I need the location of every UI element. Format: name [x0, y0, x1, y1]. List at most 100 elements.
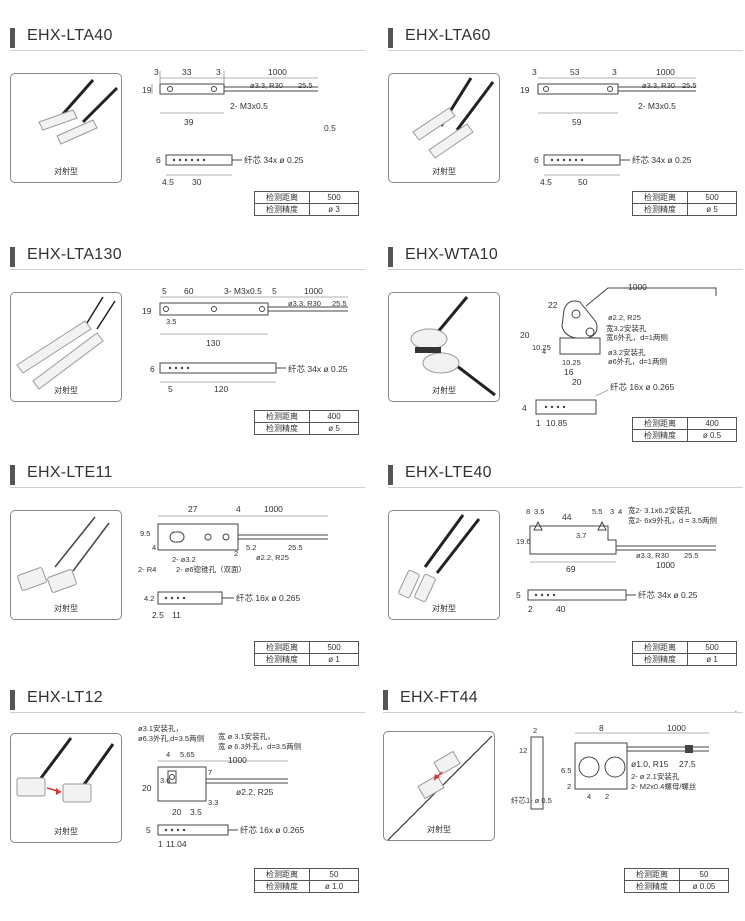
dim-g: 宽2- 3.1x6.2安装孔	[628, 505, 692, 515]
header-rule	[10, 50, 365, 51]
dim-k: 6	[534, 155, 539, 165]
dim-f: 5.65	[180, 750, 195, 759]
dim-m: 20	[572, 377, 582, 387]
product-header: EHX-LTA60	[388, 25, 743, 51]
dim-h: 2- ø 2.1安装孔	[631, 771, 680, 781]
dim-d: 1000	[268, 67, 287, 77]
spec-distance-label: 检测距离	[624, 868, 680, 881]
product-header: EHX-LT12	[10, 687, 365, 713]
dim-h: 宽2- 6x9外孔，d = 3.5两侧	[628, 515, 717, 525]
spec-precision-value: ø 1.0	[309, 880, 359, 893]
dim-b: ø6.3外孔,d=3.5两侧	[138, 733, 204, 743]
dim-m: 4.2	[144, 594, 154, 603]
product-title: EHX-LTE40	[405, 464, 492, 481]
dim-e: 4	[166, 750, 170, 759]
dim-j: 4	[542, 347, 546, 356]
dim-o: 5	[146, 825, 151, 835]
dim-d: 宽 ø 6.3外孔，d=3.5两侧	[218, 741, 301, 751]
header-accent	[383, 690, 388, 710]
spec-distance-label: 检测距离	[632, 191, 688, 204]
dim-k: 6	[156, 155, 161, 165]
dim-f: ø1.0, R15	[631, 759, 669, 769]
dim-b: 53	[570, 67, 580, 77]
dim-k: 2- R4	[138, 565, 156, 574]
dim-k: 10.25	[562, 358, 581, 367]
product-card-lte40: EHX-LTE40 对射型 8 3.5 44 5.5 3 4 宽2- 3.1x6…	[388, 462, 743, 687]
product-title: EHX-LTA130	[27, 246, 122, 263]
dim-i: 59	[572, 117, 582, 127]
dim-a: 5	[162, 286, 167, 296]
product-header: EHX-LTA40	[10, 25, 365, 51]
dim-e: 19	[142, 306, 152, 316]
dim-a: 2	[533, 726, 537, 735]
sensor-image	[412, 77, 495, 159]
dim-n: 1000	[656, 560, 675, 570]
dim-f: ø3.3, R30	[250, 81, 283, 90]
dim-c: 1000	[264, 504, 283, 514]
product-header: EHX-LTE40	[388, 462, 743, 488]
dim-d: 9.5	[140, 529, 150, 538]
header-rule	[388, 50, 743, 51]
dim-i: 7	[208, 768, 212, 777]
spec-distance-value: 500	[309, 191, 359, 204]
product-card-lta60: EHX-LTA60 对射型 3 53 3 1000 19 ø3.3, R30 2…	[388, 25, 743, 250]
dim-g: 1000	[228, 755, 247, 765]
product-card-wta10: EHX-WTA10 对射型 22 1000 ø2.2, R25 宽3.2安装孔 …	[388, 244, 743, 469]
sensor-image	[16, 737, 115, 803]
header-rule	[10, 269, 365, 270]
header-accent	[10, 690, 15, 710]
dim-l: 纤芯 34x ø 0.25	[244, 155, 304, 165]
dim-b: 4	[236, 504, 241, 514]
product-card-lta130: EHX-LTA130 对射型 5 60 3- M3x0.5 5 1000 19 …	[10, 244, 365, 469]
dim-c: ø2.2, R25	[608, 313, 641, 322]
dim-h: 2- M3x0.5	[230, 101, 268, 111]
dim-d: 5.5	[592, 507, 602, 516]
spec-distance-label: 检测距离	[254, 641, 310, 654]
dim-d: 1000	[656, 67, 675, 77]
spec-distance-value: 500	[687, 191, 737, 204]
spec-distance-label: 检测距离	[254, 410, 310, 423]
spec-precision-value: ø 1	[309, 653, 359, 666]
dim-l: 25.5	[684, 551, 699, 560]
dimension-drawing: 22 1000 ø2.2, R25 宽3.2安装孔 宽6外孔，d=1两侧 ø3.…	[520, 282, 717, 428]
dim-p: 1	[536, 418, 541, 428]
photo-caption: 对射型	[432, 386, 456, 395]
header-accent	[10, 247, 15, 267]
dim-f: 5.2	[246, 543, 256, 552]
dim-m: 5	[168, 384, 173, 394]
dimension-drawing: ø3.1安装孔， ø6.3外孔,d=3.5两侧 宽 ø 3.1安装孔， 宽 ø …	[138, 723, 305, 849]
spec-precision-value: ø 1	[687, 653, 737, 666]
dim-q: 10.85	[546, 418, 568, 428]
sensor-image	[38, 79, 119, 145]
dim-n: 纤芯 16x ø 0.265	[610, 382, 675, 392]
product-title: EHX-LT12	[27, 689, 103, 706]
photo-caption: 对射型	[54, 167, 78, 176]
dim-a: 22	[548, 300, 558, 310]
dim-l: 16	[564, 367, 574, 377]
product-photo: 对射型	[388, 292, 500, 402]
dim-b: 3.5	[534, 507, 544, 516]
dim-b: 33	[182, 67, 192, 77]
product-card-lt12: EHX-LT12 对射型 ø3.1安装孔， ø6.3外孔,d=3.5两侧 宽 ø…	[10, 687, 365, 897]
dim-b: 12	[519, 746, 527, 755]
dim-a: 27	[188, 504, 198, 514]
spec-distance-value: 500	[687, 641, 737, 654]
dim-d: 宽3.2安装孔	[606, 323, 647, 333]
dim-i: 10.25	[532, 343, 551, 352]
dim-c2: 5	[272, 286, 277, 296]
product-card-lte11: EHX-LTE11 对射型 27 4 1000 9.5 4 5.2 2 ø2.2…	[10, 462, 365, 687]
dim-n: 50	[578, 177, 588, 187]
dim-i: 25.5	[288, 543, 303, 552]
spec-distance-label: 检测距离	[254, 868, 310, 881]
product-header: EHX-FT44 .	[383, 687, 743, 714]
dim-f: 4	[618, 507, 622, 516]
corner-dot: .	[734, 705, 737, 714]
dim-l: 纤芯 34x ø 0.25	[632, 155, 692, 165]
header-rule	[388, 269, 743, 270]
dim-f: ø3.3, R30	[642, 81, 675, 90]
